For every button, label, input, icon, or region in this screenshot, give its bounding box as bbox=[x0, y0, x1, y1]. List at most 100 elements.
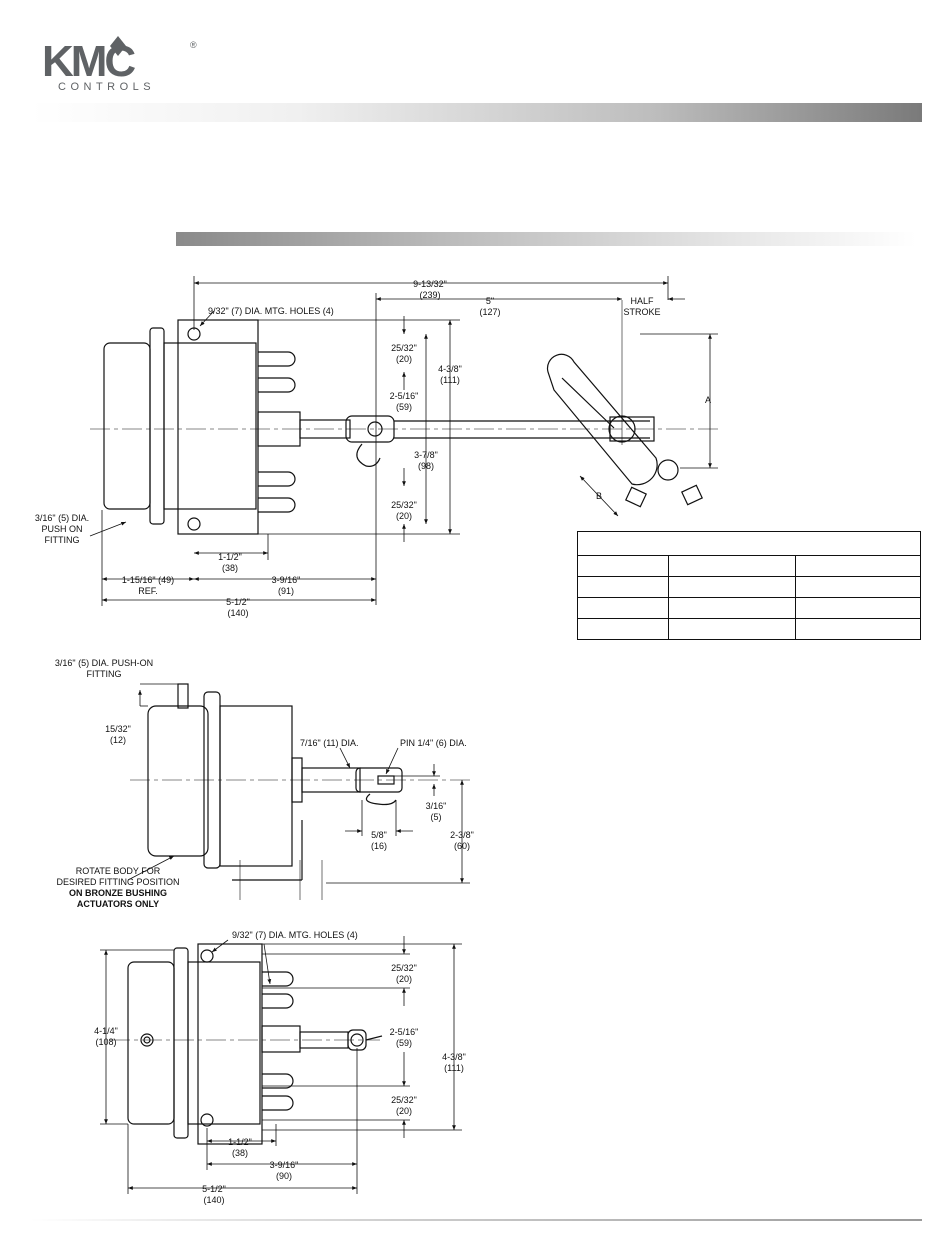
dim-label: HALF bbox=[630, 296, 654, 306]
dim-label: A bbox=[705, 395, 711, 405]
set-screw bbox=[680, 484, 704, 506]
dim-label: REF. bbox=[138, 586, 158, 596]
slot bbox=[262, 993, 294, 1009]
hairpin-clip bbox=[356, 443, 381, 467]
dim-label: 2-5/16" bbox=[390, 1027, 419, 1037]
dim-label: (12) bbox=[110, 735, 126, 745]
dim-label: 2-3/8" bbox=[450, 830, 474, 840]
shaft-collar bbox=[261, 1025, 301, 1053]
dim-label: 4-3/8" bbox=[438, 364, 462, 374]
housing-flange bbox=[173, 947, 189, 1139]
slot bbox=[258, 377, 296, 393]
view-3-labels: 9/32" (7) DIA. MTG. HOLES (4) 25/32" (20… bbox=[94, 930, 466, 1205]
dim-label: 5-1/2" bbox=[226, 597, 250, 607]
dim-label: (111) bbox=[444, 1063, 464, 1073]
crank-arm bbox=[546, 353, 658, 486]
kmc-logo: KMC ® CONTROLS bbox=[40, 36, 205, 93]
dim-label: (140) bbox=[227, 608, 248, 618]
view-3-drawing bbox=[110, 943, 383, 1145]
dim-label: FITTING bbox=[87, 669, 122, 679]
hairpin-clip bbox=[365, 793, 397, 806]
dim-label: (111) bbox=[440, 375, 460, 385]
dim-label: (239) bbox=[419, 290, 440, 300]
dim-label: (16) bbox=[371, 841, 387, 851]
dim-label: 3-9/16" bbox=[272, 575, 301, 585]
dim-label: 1-1/2" bbox=[228, 1137, 252, 1147]
slot bbox=[262, 971, 294, 987]
footer-line bbox=[30, 1219, 922, 1221]
section-bar bbox=[176, 232, 916, 246]
dim-label: 3/16" (5) DIA. bbox=[35, 513, 89, 523]
dim-label: (91) bbox=[278, 586, 294, 596]
dim-label: 1-15/16" (49) bbox=[122, 575, 174, 585]
dim-label: ACTUATORS ONLY bbox=[77, 899, 159, 909]
view-1-drawing bbox=[90, 300, 720, 535]
dim-label: 3-9/16" bbox=[270, 1160, 299, 1170]
logo-tagline: CONTROLS bbox=[58, 81, 155, 92]
slot bbox=[258, 471, 296, 487]
dim-label: 2-5/16" bbox=[390, 391, 419, 401]
view-2-dimensions bbox=[127, 683, 470, 884]
push-on-fitting bbox=[177, 683, 189, 709]
mtg-hole-bottom bbox=[200, 1113, 214, 1127]
dim-label: (59) bbox=[396, 1038, 412, 1048]
dim-label: ON BRONZE BUSHING bbox=[69, 888, 167, 898]
dim-label: (20) bbox=[396, 511, 412, 521]
dim-label: 4-3/8" bbox=[442, 1052, 466, 1062]
table-row bbox=[577, 618, 921, 640]
view-2-drawing bbox=[130, 683, 470, 900]
dim-label: STROKE bbox=[623, 307, 660, 317]
dim-label: ROTATE BODY FOR bbox=[76, 866, 161, 876]
dim-label: 3/16" (5) DIA. PUSH-ON bbox=[55, 658, 153, 668]
dim-label: PIN 1/4" (6) DIA. bbox=[400, 738, 467, 748]
registered-mark: ® bbox=[190, 40, 197, 50]
dim-label: PUSH ON bbox=[41, 524, 82, 534]
dim-label: 15/32" bbox=[105, 724, 131, 734]
dim-label: FITTING bbox=[45, 535, 80, 545]
dim-label: DESIRED FITTING POSITION bbox=[56, 877, 179, 887]
header-bar bbox=[30, 103, 922, 122]
logo-letters: KMC bbox=[42, 37, 135, 86]
slot bbox=[258, 497, 296, 513]
dim-label: (20) bbox=[396, 974, 412, 984]
dim-label: 25/32" bbox=[391, 1095, 417, 1105]
mtg-hole-top bbox=[200, 949, 214, 963]
dim-label: (98) bbox=[418, 461, 434, 471]
actuator-body bbox=[163, 342, 257, 510]
housing-flange bbox=[149, 327, 165, 525]
dim-label: (90) bbox=[276, 1171, 292, 1181]
actuator-body bbox=[187, 961, 261, 1125]
diaphragm-housing bbox=[127, 961, 175, 1125]
crank-shaft bbox=[657, 459, 679, 481]
dim-label: (140) bbox=[203, 1195, 224, 1205]
dim-label: 25/32" bbox=[391, 963, 417, 973]
dimension-table bbox=[577, 531, 921, 640]
diaphragm-housing bbox=[147, 705, 209, 857]
dim-label: (38) bbox=[222, 563, 238, 573]
set-screw bbox=[624, 486, 648, 508]
dim-label: (5) bbox=[431, 812, 442, 822]
table-cell bbox=[795, 618, 921, 640]
slot bbox=[262, 1073, 294, 1089]
dim-label: 9/32" (7) DIA. MTG. HOLES (4) bbox=[232, 930, 358, 940]
table-row bbox=[577, 597, 921, 619]
view-1-labels: 9-13/32" (239) 9/32" (7) DIA. MTG. HOLES… bbox=[35, 279, 711, 618]
dim-label: 4-1/4" bbox=[94, 1026, 118, 1036]
slot bbox=[262, 1095, 294, 1111]
dim-label: B bbox=[596, 491, 602, 501]
kmc-logo-mark: KMC ® CONTROLS bbox=[42, 36, 197, 93]
dim-label: 25/32" bbox=[391, 343, 417, 353]
mtg-hole-bottom bbox=[187, 517, 201, 531]
slot bbox=[258, 351, 296, 367]
view-3-dimensions bbox=[100, 936, 462, 1194]
dim-label: 3/16" bbox=[426, 801, 447, 811]
dim-label: 1-1/2" bbox=[218, 552, 242, 562]
dim-label: 9-13/32" bbox=[413, 279, 447, 289]
dim-label: 3-7/8" bbox=[414, 450, 438, 460]
dim-label: (59) bbox=[396, 402, 412, 412]
actuator-body bbox=[219, 705, 293, 867]
dim-label: (38) bbox=[232, 1148, 248, 1158]
dim-label: 5/8" bbox=[371, 830, 387, 840]
view-2-labels: 3/16" (5) DIA. PUSH-ON FITTING 15/32" (1… bbox=[55, 658, 474, 909]
